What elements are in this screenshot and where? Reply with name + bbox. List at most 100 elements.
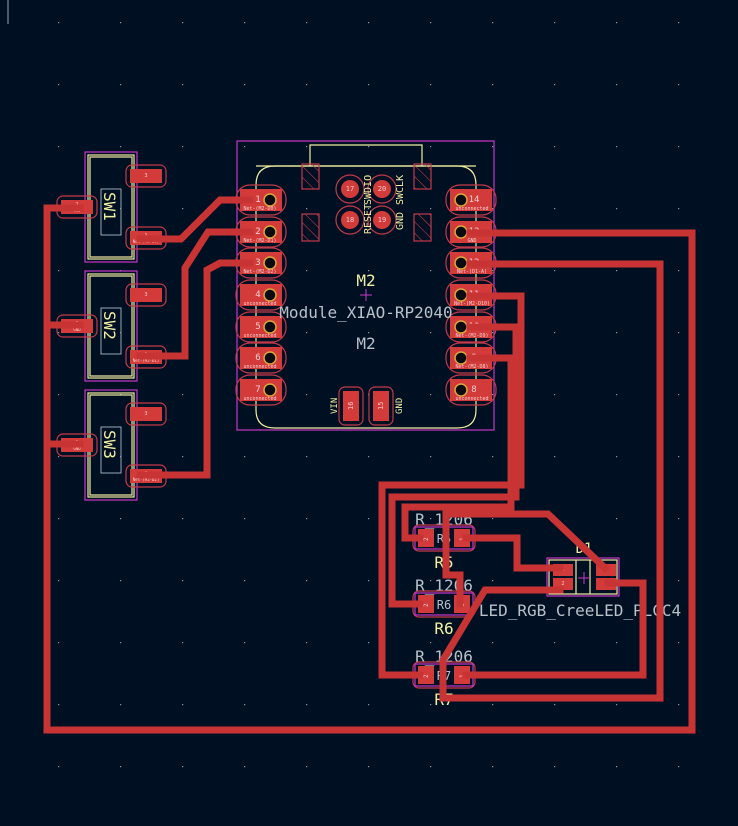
d1-value: LED_RGB_CreeLED_PLCC4: [479, 601, 681, 620]
svg-text:19: 19: [378, 216, 386, 224]
svg-text:Net-(M2-D10): Net-(M2-D10): [454, 301, 490, 307]
switch-pad-3[interactable]: 3: [125, 164, 167, 188]
m2-keepout-4: [413, 213, 432, 242]
m2-body-outline: [255, 165, 477, 429]
svg-text:2: 2: [561, 581, 564, 587]
svg-text:Net-(M2-D0): Net-(M2-D0): [243, 206, 276, 212]
svg-text:17: 17: [346, 185, 354, 193]
resistor-reference: R6: [434, 619, 453, 638]
svg-text:15: 15: [377, 402, 385, 410]
switch-pad-3[interactable]: 3: [125, 402, 167, 426]
svg-text:Net-(M2-D9): Net-(M2-D9): [455, 333, 488, 339]
trace-d1[interactable]: [136, 228, 254, 360]
m2-pad-16[interactable]: 16: [338, 386, 364, 426]
svg-text:5: 5: [255, 322, 260, 332]
m2-anchor-icon: [360, 289, 372, 301]
m2-value: Module_XIAO-RP2040: [279, 303, 452, 322]
resistor-pad-2[interactable]: 2: [418, 595, 434, 613]
resistor-value: R_1206: [415, 576, 473, 595]
trace-r5-d1[interactable]: [462, 534, 564, 572]
trace-d2[interactable]: [136, 259, 254, 479]
m2-pad-15[interactable]: 15: [368, 386, 394, 426]
svg-text:GND: GND: [467, 238, 476, 244]
svg-text:unconnected: unconnected: [243, 301, 276, 307]
svg-text:unconnected: unconnected: [455, 206, 488, 212]
label-gnd-bottom: GND: [395, 398, 405, 414]
svg-text:Net-(M2-D1): Net-(M2-D1): [243, 238, 276, 244]
svg-text:2: 2: [255, 227, 260, 237]
svg-text:18: 18: [346, 216, 354, 224]
svg-text:2: 2: [423, 674, 430, 678]
svg-text:Net-(M2-D2): Net-(M2-D2): [243, 269, 276, 275]
switch-pad-3[interactable]: 3: [125, 283, 167, 307]
trace-d1-a[interactable]: [439, 260, 664, 702]
svg-text:3: 3: [255, 258, 260, 268]
m2-keepout-3: [301, 213, 320, 242]
svg-text:Net-(M2-D2): Net-(M2-D2): [133, 477, 160, 482]
trace-gnd[interactable]: [43, 204, 696, 734]
svg-text:Net-(M2-D8): Net-(M2-D8): [455, 364, 488, 370]
m2-swd-pad-18[interactable]: 18: [335, 205, 365, 235]
label-swclk: SWCLK: [395, 175, 406, 205]
m2-keepout-2: [413, 163, 432, 190]
svg-text:2: 2: [423, 537, 430, 541]
copper-traces: [43, 196, 696, 734]
svg-text:7: 7: [255, 385, 260, 395]
svg-text:16: 16: [347, 402, 355, 410]
m2-fab-reference: M2: [356, 334, 375, 353]
trace-r6-d1[interactable]: [442, 510, 610, 608]
svg-text:Net-(D1-A): Net-(D1-A): [457, 269, 487, 275]
svg-text:unconnected: unconnected: [455, 396, 488, 402]
svg-text:4: 4: [255, 290, 260, 300]
switch-reference: SW3: [100, 430, 119, 459]
svg-text:GND: GND: [73, 446, 81, 451]
switch-reference: SW2: [100, 311, 119, 340]
label-reset: RESET: [363, 204, 374, 234]
svg-text:8: 8: [471, 385, 476, 395]
trace-d1-r7[interactable]: [462, 579, 647, 679]
m2-courtyard: [236, 140, 495, 431]
m2-keepout-1: [301, 163, 320, 190]
footprint-m2[interactable]: 1Net-(M2-D0)2Net-(M2-D1)3Net-(M2-D2)4unc…: [235, 140, 497, 431]
d1-anchor-icon: [578, 572, 590, 584]
trace-d8[interactable]: [401, 354, 515, 542]
footprint-d1[interactable]: 1 2 4 3 D1 LED_RGB_CreeLED_PLCC4: [479, 541, 681, 620]
svg-text:GND: GND: [73, 327, 81, 332]
m2-usb-outline: [309, 144, 423, 166]
m2-swd-pad-20[interactable]: 20: [367, 174, 397, 204]
trace-d9[interactable]: [388, 323, 520, 608]
svg-text:unconnected: unconnected: [243, 396, 276, 402]
svg-text:6: 6: [255, 353, 260, 363]
label-swdio: SWDIO: [363, 175, 374, 205]
svg-text:2: 2: [423, 603, 430, 607]
svg-text:20: 20: [378, 185, 386, 193]
trace-d0[interactable]: [136, 196, 254, 243]
trace-d10[interactable]: [378, 292, 525, 679]
svg-text:unconnected: unconnected: [243, 333, 276, 339]
switch-reference: SW1: [100, 192, 119, 221]
resistor-fab-reference: R6: [437, 598, 451, 612]
m2-reference: M2: [356, 271, 375, 290]
d1-outline: [548, 559, 618, 595]
m2-swd-pad-19[interactable]: 19: [367, 205, 397, 235]
resistor-pad-2[interactable]: 2: [418, 666, 434, 684]
svg-text:3: 3: [144, 173, 147, 179]
svg-text:3: 3: [144, 411, 147, 417]
resistor-pad-2[interactable]: 2: [418, 529, 434, 547]
label-vin: VIN: [330, 398, 340, 414]
svg-text:14: 14: [469, 195, 480, 205]
m2-swd-pad-17[interactable]: 17: [335, 174, 365, 204]
svg-text:1: 1: [255, 195, 260, 205]
d1-courtyard: [546, 557, 620, 597]
svg-text:unconnected: unconnected: [243, 364, 276, 370]
svg-text:Net-(M2-D1): Net-(M2-D1): [133, 358, 160, 363]
